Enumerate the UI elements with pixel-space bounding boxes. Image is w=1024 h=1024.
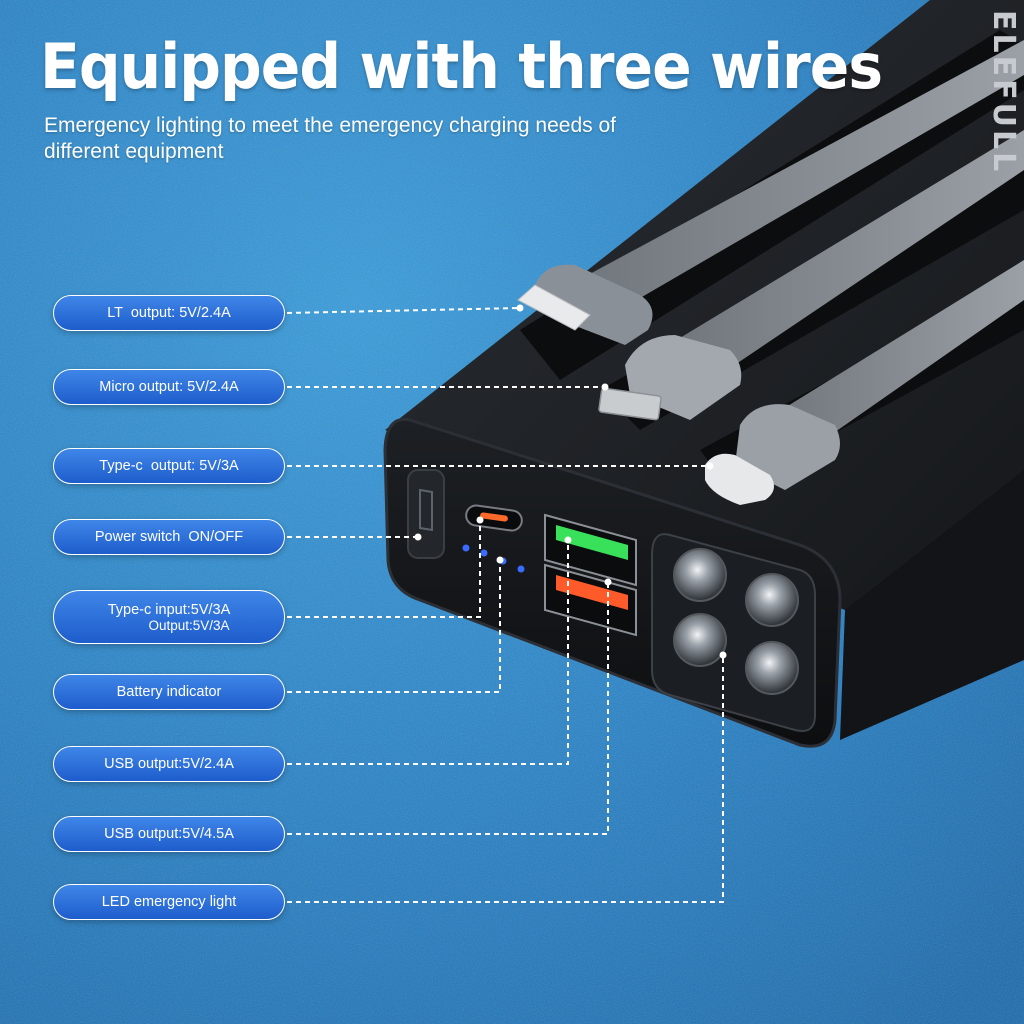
callout-label: LED emergency light (101, 894, 237, 910)
callout-leader-lines (286, 307, 724, 903)
callout-label: Battery indicator (116, 684, 222, 700)
cable-lightning (560, 40, 1024, 330)
callout-label: Micro output: 5V/2.4A (99, 379, 239, 395)
led-light-panel (651, 533, 816, 732)
callout-battery-indicator: Battery indicator (53, 674, 285, 710)
callout-label: USB output:5V/2.4A (104, 756, 234, 772)
callout-label: Type-c input:5V/3A (107, 601, 231, 618)
cable-type-c (765, 260, 1024, 460)
brand-logo-text: ELEFULL (986, 10, 1021, 175)
lightning-connector (517, 264, 653, 345)
callout-label: Power switch ON/OFF (94, 529, 244, 545)
callout-label-secondary: Output:5V/3A (148, 617, 230, 633)
usb-port-green (544, 513, 637, 587)
cable-micro (660, 130, 1024, 395)
type-c-connector (705, 404, 840, 505)
callout-label: LT output: 5V/2.4A (107, 305, 231, 321)
callout-type-c-output: Type-c output: 5V/3A (53, 448, 285, 484)
headline-title: Equipped with three wires (40, 30, 883, 103)
micro-usb-connector (598, 335, 742, 421)
callout-power-switch: Power switch ON/OFF (53, 519, 285, 555)
power-switch-icon (407, 469, 445, 559)
callout-type-c-input-output: Type-c input:5V/3A Output:5V/3A (53, 590, 285, 644)
callout-usb-output-2-4a: USB output:5V/2.4A (53, 746, 285, 782)
callout-lt-output: LT output: 5V/2.4A (53, 295, 285, 331)
callout-label: USB output:5V/4.5A (104, 826, 234, 842)
callout-micro-output: Micro output: 5V/2.4A (53, 369, 285, 405)
callout-led-emergency-light: LED emergency light (53, 884, 285, 920)
callout-label: Type-c output: 5V/3A (99, 458, 239, 474)
headline-subtitle: Emergency lighting to meet the emergency… (44, 114, 616, 163)
callout-usb-output-4-5a: USB output:5V/4.5A (53, 816, 285, 852)
